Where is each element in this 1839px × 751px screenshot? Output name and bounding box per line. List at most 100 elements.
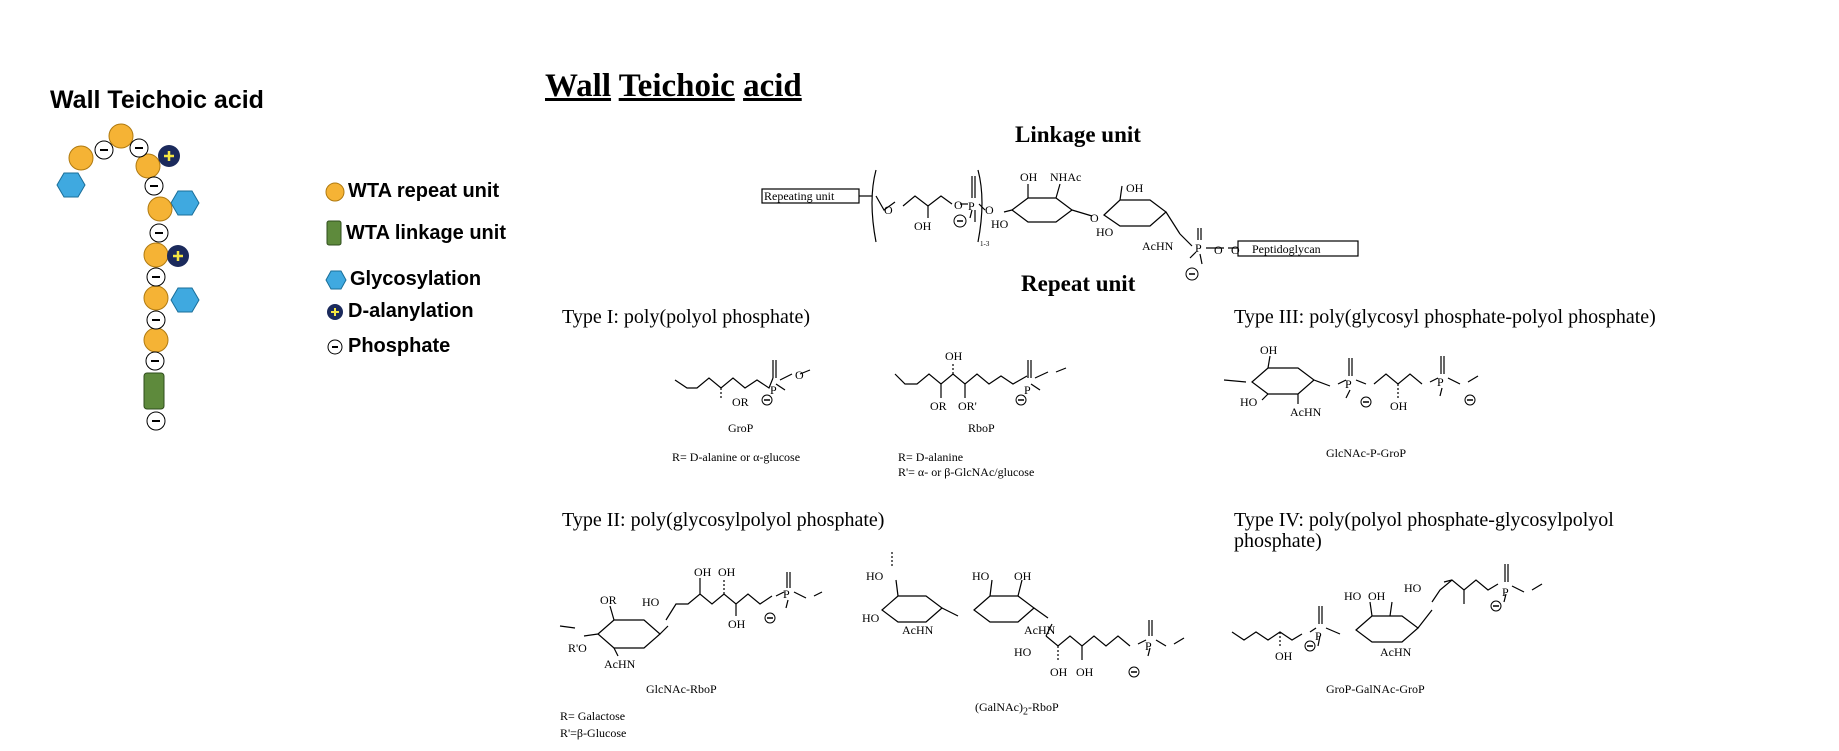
linkage-o6: O	[1231, 243, 1240, 257]
t4-ho2: HO	[1404, 581, 1422, 595]
linkage-ho1: HO	[991, 217, 1009, 231]
phosphate-6	[146, 310, 166, 330]
linkage-achn: AcHN	[1142, 239, 1174, 253]
t4-oh2: OH	[1368, 589, 1386, 603]
galnac-oh: OH	[1014, 569, 1032, 583]
galnac2-rbop-structure	[881, 552, 1185, 660]
t3-oh: OH	[1260, 343, 1278, 357]
galnac-ho1: HO	[866, 569, 884, 583]
rbop-p: P	[1024, 383, 1031, 397]
caption-grop-galnac-grop: GroP-GalNAc-GroP	[1326, 682, 1425, 696]
glycosylation-hexagon-1	[56, 172, 86, 198]
legend-phosphate: Phosphate	[325, 335, 450, 358]
t2-oh1: OH	[694, 565, 712, 579]
phosphate-2	[129, 138, 149, 158]
t4-p1: P	[1315, 629, 1322, 643]
galnac-ho3: HO	[972, 569, 990, 583]
phosphate-3	[144, 176, 164, 196]
t2-ho: HO	[642, 595, 660, 609]
grop-galnac-grop-structure	[1231, 564, 1543, 647]
legend-linkage-label: WTA linkage unit	[346, 221, 506, 244]
glcnac-rbop-structure	[559, 572, 823, 657]
linkage-o5: O	[1214, 243, 1223, 257]
t3-oh2: OH	[1390, 399, 1408, 413]
phosphate-5	[146, 267, 166, 287]
orange-circle-icon	[325, 182, 345, 201]
t3-achn: AcHN	[1290, 405, 1322, 419]
type-4-heading-line1: Type IV: poly(polyol phosphate-glycosylp…	[1234, 509, 1614, 531]
linkage-subscript: 1-3	[980, 240, 990, 248]
left-title: Wall Teichoic acid	[50, 86, 264, 114]
galnac-p: P	[1145, 639, 1152, 653]
t3-p2: P	[1437, 375, 1444, 389]
caption-glcnac-p-grop: GlcNAc-P-GroP	[1326, 446, 1406, 460]
phosphate-7	[145, 351, 165, 371]
linkage-oh1: OH	[1020, 170, 1038, 184]
repeat-unit-3	[135, 153, 161, 179]
galnac-achn1: AcHN	[902, 623, 934, 637]
linkage-oh2: OH	[1126, 181, 1144, 195]
rbop-structure	[894, 360, 1067, 398]
legend-d-alanylation-label: D-alanylation	[348, 300, 474, 322]
caption-grop: GroP	[728, 421, 754, 435]
galnac-oh2: OH	[1050, 665, 1068, 679]
caption-grop-r: R= D-alanine or α-glucose	[672, 450, 801, 464]
linkage-o3: O	[985, 203, 994, 217]
legend-d-alanylation: D-alanylation	[325, 300, 474, 323]
legend-glycosylation: Glycosylation	[325, 268, 481, 291]
t4-oh1: OH	[1275, 649, 1293, 663]
caption-galnac-tail: -RboP	[1027, 700, 1059, 714]
repeating-unit-label: Repeating unit	[764, 189, 835, 203]
glcnac-p-grop-structure	[1223, 355, 1479, 404]
legend-phosphate-label: Phosphate	[348, 335, 451, 357]
galnac-oh3: OH	[1076, 665, 1094, 679]
legend-glycosylation-label: Glycosylation	[350, 268, 482, 290]
peptidoglycan-label: Peptidoglycan	[1252, 242, 1321, 256]
phosphate-8	[146, 411, 166, 431]
phosphate-1	[94, 140, 114, 160]
caption-rbop-r2: R'= α- or β-GlcNAc/glucose	[898, 465, 1035, 479]
t3-p1: P	[1345, 377, 1352, 391]
linkage-unit-structure	[761, 169, 1359, 265]
main-title-word-3: acid	[743, 68, 802, 104]
repeat-unit-4	[147, 196, 173, 222]
t2-p: P	[783, 587, 790, 601]
rbop-or: OR	[930, 399, 947, 413]
galnac-achn2: AcHN	[1024, 623, 1056, 637]
type-3-heading: Type III: poly(glycosyl phosphate-polyol…	[1234, 306, 1656, 328]
t3-ho: HO	[1240, 395, 1258, 409]
galnac-ho4: HO	[1014, 645, 1032, 659]
grop-o: O	[795, 368, 804, 382]
main-title-word-2: Teichoic	[618, 68, 735, 104]
legend-linkage-unit: WTA linkage unit	[325, 220, 506, 246]
plus-circle-icon	[327, 303, 343, 320]
linkage-o1: O	[884, 203, 893, 217]
linkage-p2: P	[1195, 241, 1202, 255]
repeat-unit-heading: Repeat unit	[1021, 271, 1136, 296]
grop-structure	[674, 360, 811, 400]
caption-galnac-sub: 2	[1022, 706, 1028, 718]
caption-glcnac-rbop: GlcNAc-RboP	[646, 682, 717, 696]
grop-or: OR	[732, 395, 749, 409]
linkage-ho2: HO	[1096, 225, 1114, 239]
phosphate-4	[149, 223, 169, 243]
rbop-oh: OH	[945, 349, 963, 363]
type-4-heading-line2: phosphate)	[1234, 530, 1322, 552]
linkage-o2: O	[954, 198, 963, 212]
blue-hexagon-icon	[325, 270, 347, 289]
d-alanylation-2	[167, 245, 189, 267]
rbop-or-prime: OR'	[958, 399, 977, 413]
glycosylation-hexagon-2	[170, 190, 200, 216]
type-1-heading: Type I: poly(polyol phosphate)	[562, 306, 810, 328]
t4-ho1: HO	[1344, 589, 1362, 603]
t4-achn: AcHN	[1380, 645, 1412, 659]
structure-minus-charges	[761, 214, 1502, 678]
linkage-o4: O	[1090, 211, 1099, 225]
caption-t2-r1: R= Galactose	[560, 709, 626, 723]
d-alanylation-1	[158, 145, 180, 167]
galnac-ho2: HO	[862, 611, 880, 625]
wta-bead-diagram	[56, 123, 200, 431]
caption-rbop-r1: R= D-alanine	[898, 450, 964, 464]
linkage-nhac: NHAc	[1050, 170, 1081, 184]
linkage-p1: P	[968, 199, 975, 213]
